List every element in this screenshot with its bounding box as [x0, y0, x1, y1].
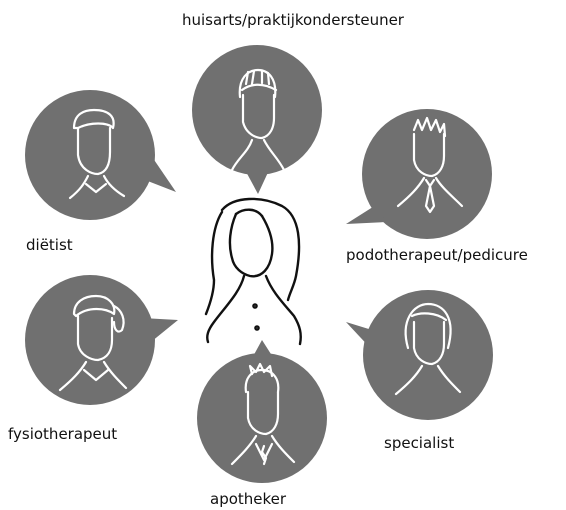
dietist-label: diëtist	[26, 236, 73, 254]
dietist-bubble	[25, 90, 176, 220]
huisarts-bubble	[192, 45, 322, 194]
fysiotherapeut-bubble	[25, 275, 178, 405]
apotheker-label: apotheker	[210, 490, 286, 508]
specialist-label: specialist	[384, 434, 454, 452]
fysiotherapeut-label: fysiotherapeut	[8, 425, 117, 443]
huisarts-label: huisarts/praktijkondersteuner	[182, 11, 404, 29]
specialist-bubble	[346, 290, 493, 420]
apotheker-bubble	[197, 340, 327, 483]
podotherapeut-label: podotherapeut/pedicure	[346, 246, 528, 264]
patient-woman-icon	[206, 199, 301, 344]
podotherapeut-bubble	[346, 109, 492, 239]
